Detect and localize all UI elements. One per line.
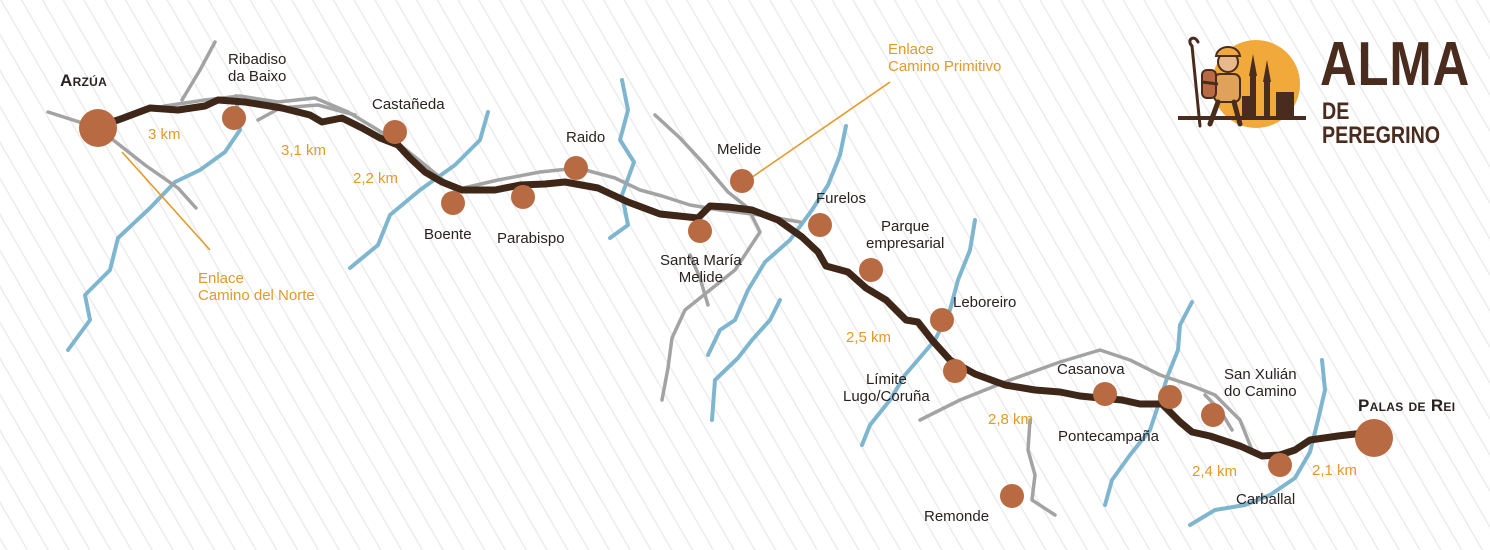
stop-label-carballal: Carballal <box>1236 491 1296 508</box>
brand-title: ALMA <box>1320 30 1471 99</box>
river <box>66 94 242 352</box>
marker-casanova <box>1093 382 1117 406</box>
marker-castaneda <box>383 120 407 144</box>
camino-route <box>94 96 1376 460</box>
marker-ribadiso <box>222 106 246 130</box>
road <box>660 206 762 402</box>
road <box>653 113 750 210</box>
marker-limite <box>943 359 967 383</box>
stop-label-leboreiro: Leboreiro <box>953 294 1017 311</box>
stop-label-limite: Límite Lugo/Coruña <box>843 371 930 405</box>
stop-label-ribadiso: Ribadiso da Baixo <box>228 51 287 85</box>
marker-leboreiro <box>930 308 954 332</box>
marker-parque-empresarial <box>859 258 883 282</box>
stop-label-castaneda: Castañeda <box>372 96 445 113</box>
river <box>706 124 848 357</box>
stop-label-casanova: Casanova <box>1057 361 1125 378</box>
link-line-norte <box>121 151 211 251</box>
road <box>688 253 710 307</box>
distance-label: 3 km <box>148 126 181 143</box>
town-label-palas: Palas de Rei <box>1358 396 1456 415</box>
river <box>1188 358 1327 527</box>
marker-remonde <box>1000 484 1024 508</box>
stop-label-furelos: Furelos <box>816 190 867 207</box>
brand-logo: ALMA DE PEREGRINO <box>1178 30 1471 148</box>
distance-label: 2,5 km <box>846 329 892 346</box>
marker-san-xulian <box>1201 403 1225 427</box>
stop-label-pontecampana: Pontecampaña <box>1058 428 1159 445</box>
marker-carballal <box>1268 453 1292 477</box>
distance-label: 2,2 km <box>353 170 399 187</box>
marker-melide <box>730 169 754 193</box>
marker-santa-maria-melide <box>688 219 712 243</box>
stop-label-boente: Boente <box>424 226 472 243</box>
stop-markers <box>79 106 1393 508</box>
town-label-arzua: Arzúa <box>60 71 108 90</box>
link-line-primitivo <box>747 81 891 181</box>
stop-label-santa-maria-melide: Santa María Melide <box>660 252 742 286</box>
road <box>256 103 357 122</box>
link-label-norte: Enlace Camino del Norte <box>198 270 315 305</box>
marker-arzua <box>79 109 117 147</box>
stop-label-san-xulian: San Xulián do Camino <box>1224 366 1297 400</box>
river <box>710 298 782 422</box>
marker-parabispo <box>511 185 535 209</box>
distance-label: 2,8 km <box>988 411 1034 428</box>
stop-label-remonde: Remonde <box>924 508 990 525</box>
river <box>348 110 490 270</box>
stop-label-parabispo: Parabispo <box>497 230 565 247</box>
stop-label-parque-empresarial: Parque empresarial <box>866 218 945 252</box>
stop-label-melide: Melide <box>717 141 762 158</box>
link-lines <box>121 81 891 251</box>
stop-label-raido: Raido <box>566 129 606 146</box>
pilgrim-logo-icon <box>1178 36 1306 128</box>
distance-label: 2,1 km <box>1312 462 1358 479</box>
distance-label: 3,1 km <box>281 142 327 159</box>
road <box>180 40 217 102</box>
link-label-primitivo: Enlace Camino Primitivo <box>888 41 1002 76</box>
road <box>918 348 1254 452</box>
river <box>608 78 636 240</box>
distance-label: 2,4 km <box>1192 463 1238 480</box>
marker-boente <box>441 191 465 215</box>
road <box>1026 418 1057 517</box>
marker-furelos <box>808 213 832 237</box>
marker-pontecampana <box>1158 385 1182 409</box>
marker-palas <box>1355 419 1393 457</box>
marker-raido <box>564 156 588 180</box>
brand-subtitle: DE PEREGRINO <box>1322 98 1441 149</box>
